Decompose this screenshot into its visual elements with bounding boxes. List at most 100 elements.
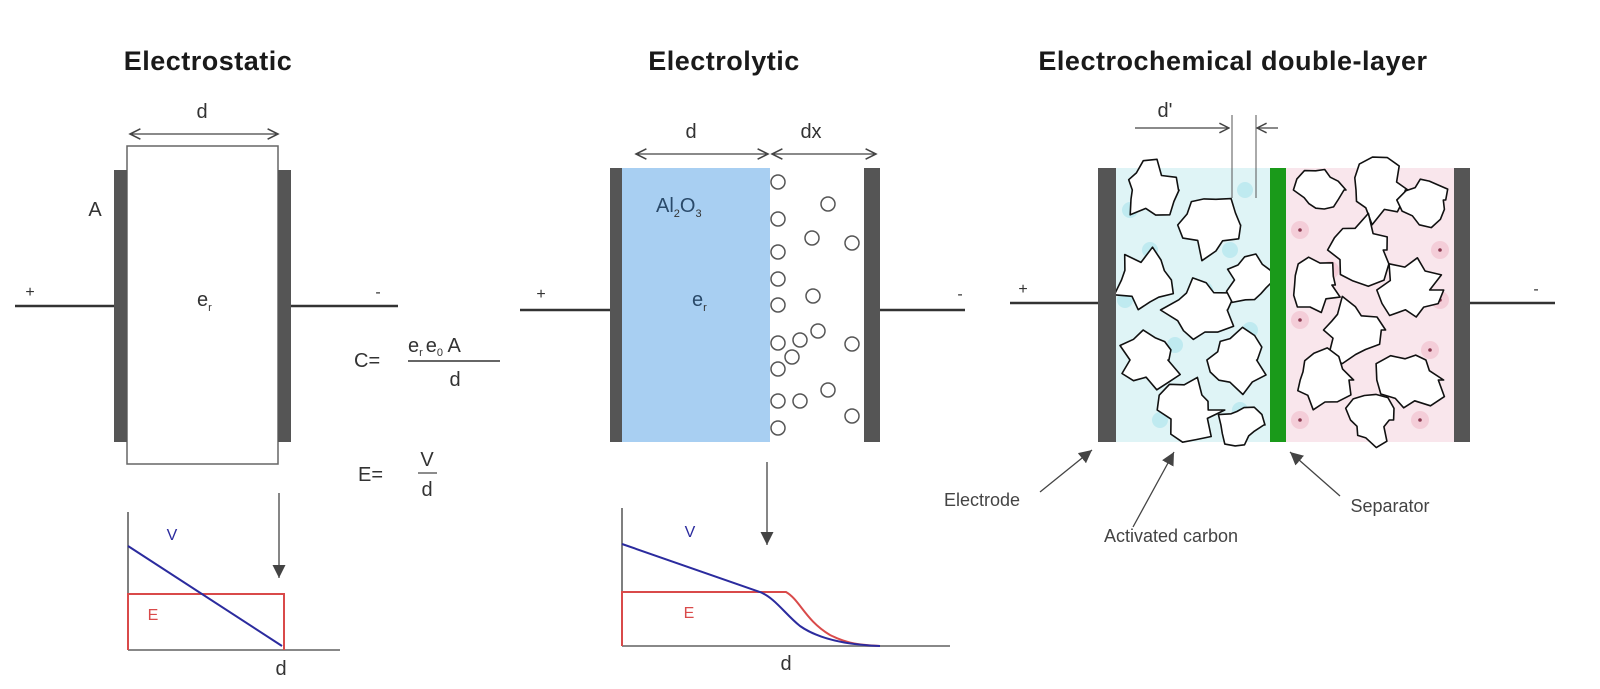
electrostatic-panel: Electrostatic d + - A er V E d [15,46,398,680]
minus-sign: - [1533,281,1538,298]
plus-sign: + [25,284,34,301]
electrolytic-graph: V E d [621,508,950,675]
field-lhs: E= [358,464,383,486]
area-label: A [88,199,102,221]
ion [770,174,786,190]
field-numerator: V [420,449,434,471]
ion [820,382,836,398]
activated-carbon-particles [1113,156,1449,449]
ion [844,336,860,352]
voltage-curve [621,543,881,647]
carbon-particle [1322,295,1387,365]
ion [820,196,836,212]
oxide-layer [622,168,770,442]
x-label: d [275,658,286,680]
cation-dot [1298,228,1302,232]
separator-pointer [1289,451,1341,497]
dielectric-box [126,145,279,465]
v-label: V [685,524,696,541]
ion [770,335,786,351]
ion [792,393,808,409]
ion [810,323,826,339]
x-label: d [780,653,791,675]
ion [844,235,860,251]
carbon-particle [1344,393,1395,449]
electrolytic-gap-label: d [685,121,696,143]
ion [770,420,786,436]
right-electrode [1454,168,1470,442]
carbon-particle [1156,376,1226,443]
electrolytic-title: Electrolytic [648,46,800,76]
cation-dot [1298,418,1302,422]
carbon-particle [1297,347,1355,411]
carbon-particle [1292,168,1347,210]
ion [784,349,800,365]
permittivity-label: er [197,289,212,314]
carbon-particle [1376,257,1445,318]
d-prime-label: d' [1158,100,1173,122]
voltage-curve [127,545,283,647]
separator [1270,168,1286,442]
minus-sign: - [375,284,380,301]
ion [770,361,786,377]
e-label: E [148,607,159,624]
electrostatic-graph: V E d [127,512,340,680]
ion [770,211,786,227]
cathode-plate [864,168,880,442]
ion [770,244,786,260]
ion [804,230,820,246]
ion [805,288,821,304]
cation-dot [1418,418,1422,422]
anion [1152,412,1168,428]
electrostatic-gap-label: d [196,101,207,123]
double-layer-title: Electrochemical double-layer [1038,46,1427,76]
carbon-particle [1292,256,1341,314]
plus-sign: + [536,286,545,303]
v-label: V [167,527,178,544]
ion [792,332,808,348]
field-curve [621,591,881,647]
carbon-particle [1375,354,1446,409]
minus-sign: - [957,286,962,303]
electrolytic-panel: Electrolytic d dx + - Al2O3 er V E d [520,46,965,675]
cation-dot [1298,318,1302,322]
capacitance-lhs: C= [354,350,380,372]
cation-dot [1428,348,1432,352]
anode-plate [610,168,622,442]
oxide-label: Al2O3 [656,195,702,220]
e-label: E [684,605,695,622]
activated-carbon-pointer [1132,451,1175,528]
dx-label: dx [800,121,821,143]
ion [770,393,786,409]
negative-plate [278,170,291,442]
carbon-particle [1225,253,1277,304]
carbon-particle [1354,156,1409,226]
cation-dot [1438,248,1442,252]
separator-callout: Separator [1350,496,1429,516]
ion [770,297,786,313]
left-electrode [1098,168,1116,442]
electrolyte-ions [770,174,860,436]
ion [844,408,860,424]
plus-sign: + [1018,281,1027,298]
capacitance-denominator: d [449,369,460,391]
double-layer-panel: Electrochemical double-layer + - d' Elec… [944,46,1555,546]
anion [1222,242,1238,258]
activated-carbon-callout: Activated carbon [1104,526,1238,546]
ion [770,271,786,287]
carbon-particle [1176,197,1242,262]
field-curve [127,593,285,650]
carbon-particle [1396,178,1449,229]
carbon-particle [1217,406,1266,447]
carbon-particle [1206,326,1267,396]
carbon-particle [1326,212,1390,288]
electrode-pointer [1039,449,1093,493]
electrostatic-title: Electrostatic [124,46,293,76]
electrode-callout: Electrode [944,490,1020,510]
field-denominator: d [421,479,432,501]
permittivity-label: er [692,289,707,314]
carbon-particle [1127,158,1180,216]
